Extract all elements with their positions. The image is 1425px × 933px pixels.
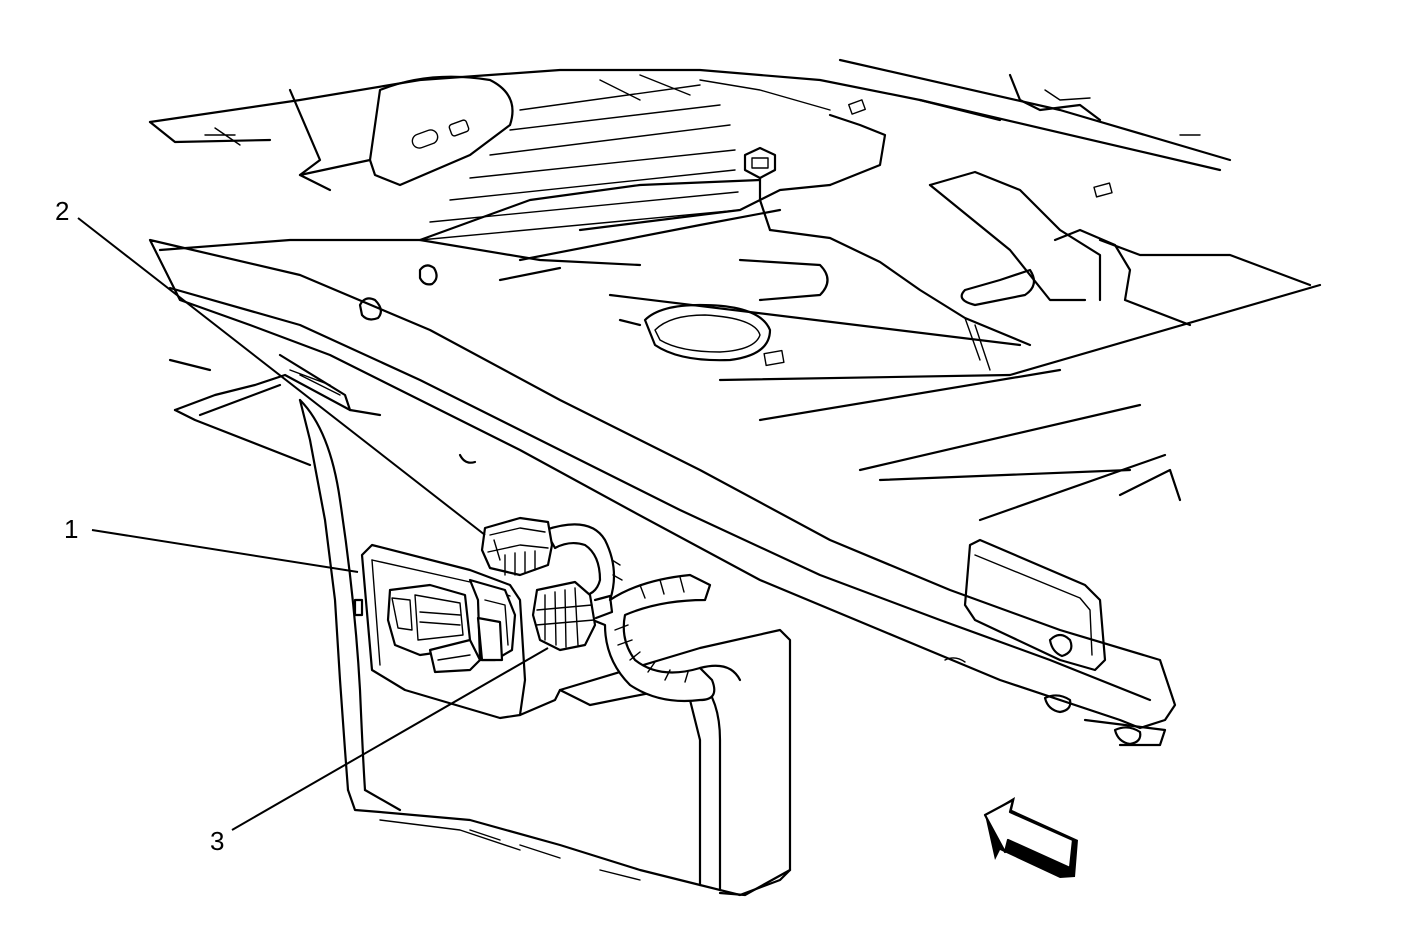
- leader-line-1: [91, 529, 359, 573]
- leader-line-2: [77, 217, 486, 536]
- callout-label-2: 2: [55, 196, 70, 226]
- callout-label-1: 1: [64, 514, 79, 544]
- electronic-module: [353, 543, 527, 720]
- callout-label-3: 3: [210, 826, 225, 856]
- leader-lines: [77, 217, 549, 831]
- upper-connector: [480, 516, 554, 577]
- frame-rail: [148, 178, 1177, 747]
- floor-pan: [148, 58, 1322, 522]
- mounting-panel: [173, 373, 702, 887]
- view-direction-arrow-icon: [983, 797, 1078, 878]
- lower-connector: [531, 580, 614, 652]
- wiring-harness: [543, 523, 742, 703]
- leader-line-3: [231, 647, 549, 831]
